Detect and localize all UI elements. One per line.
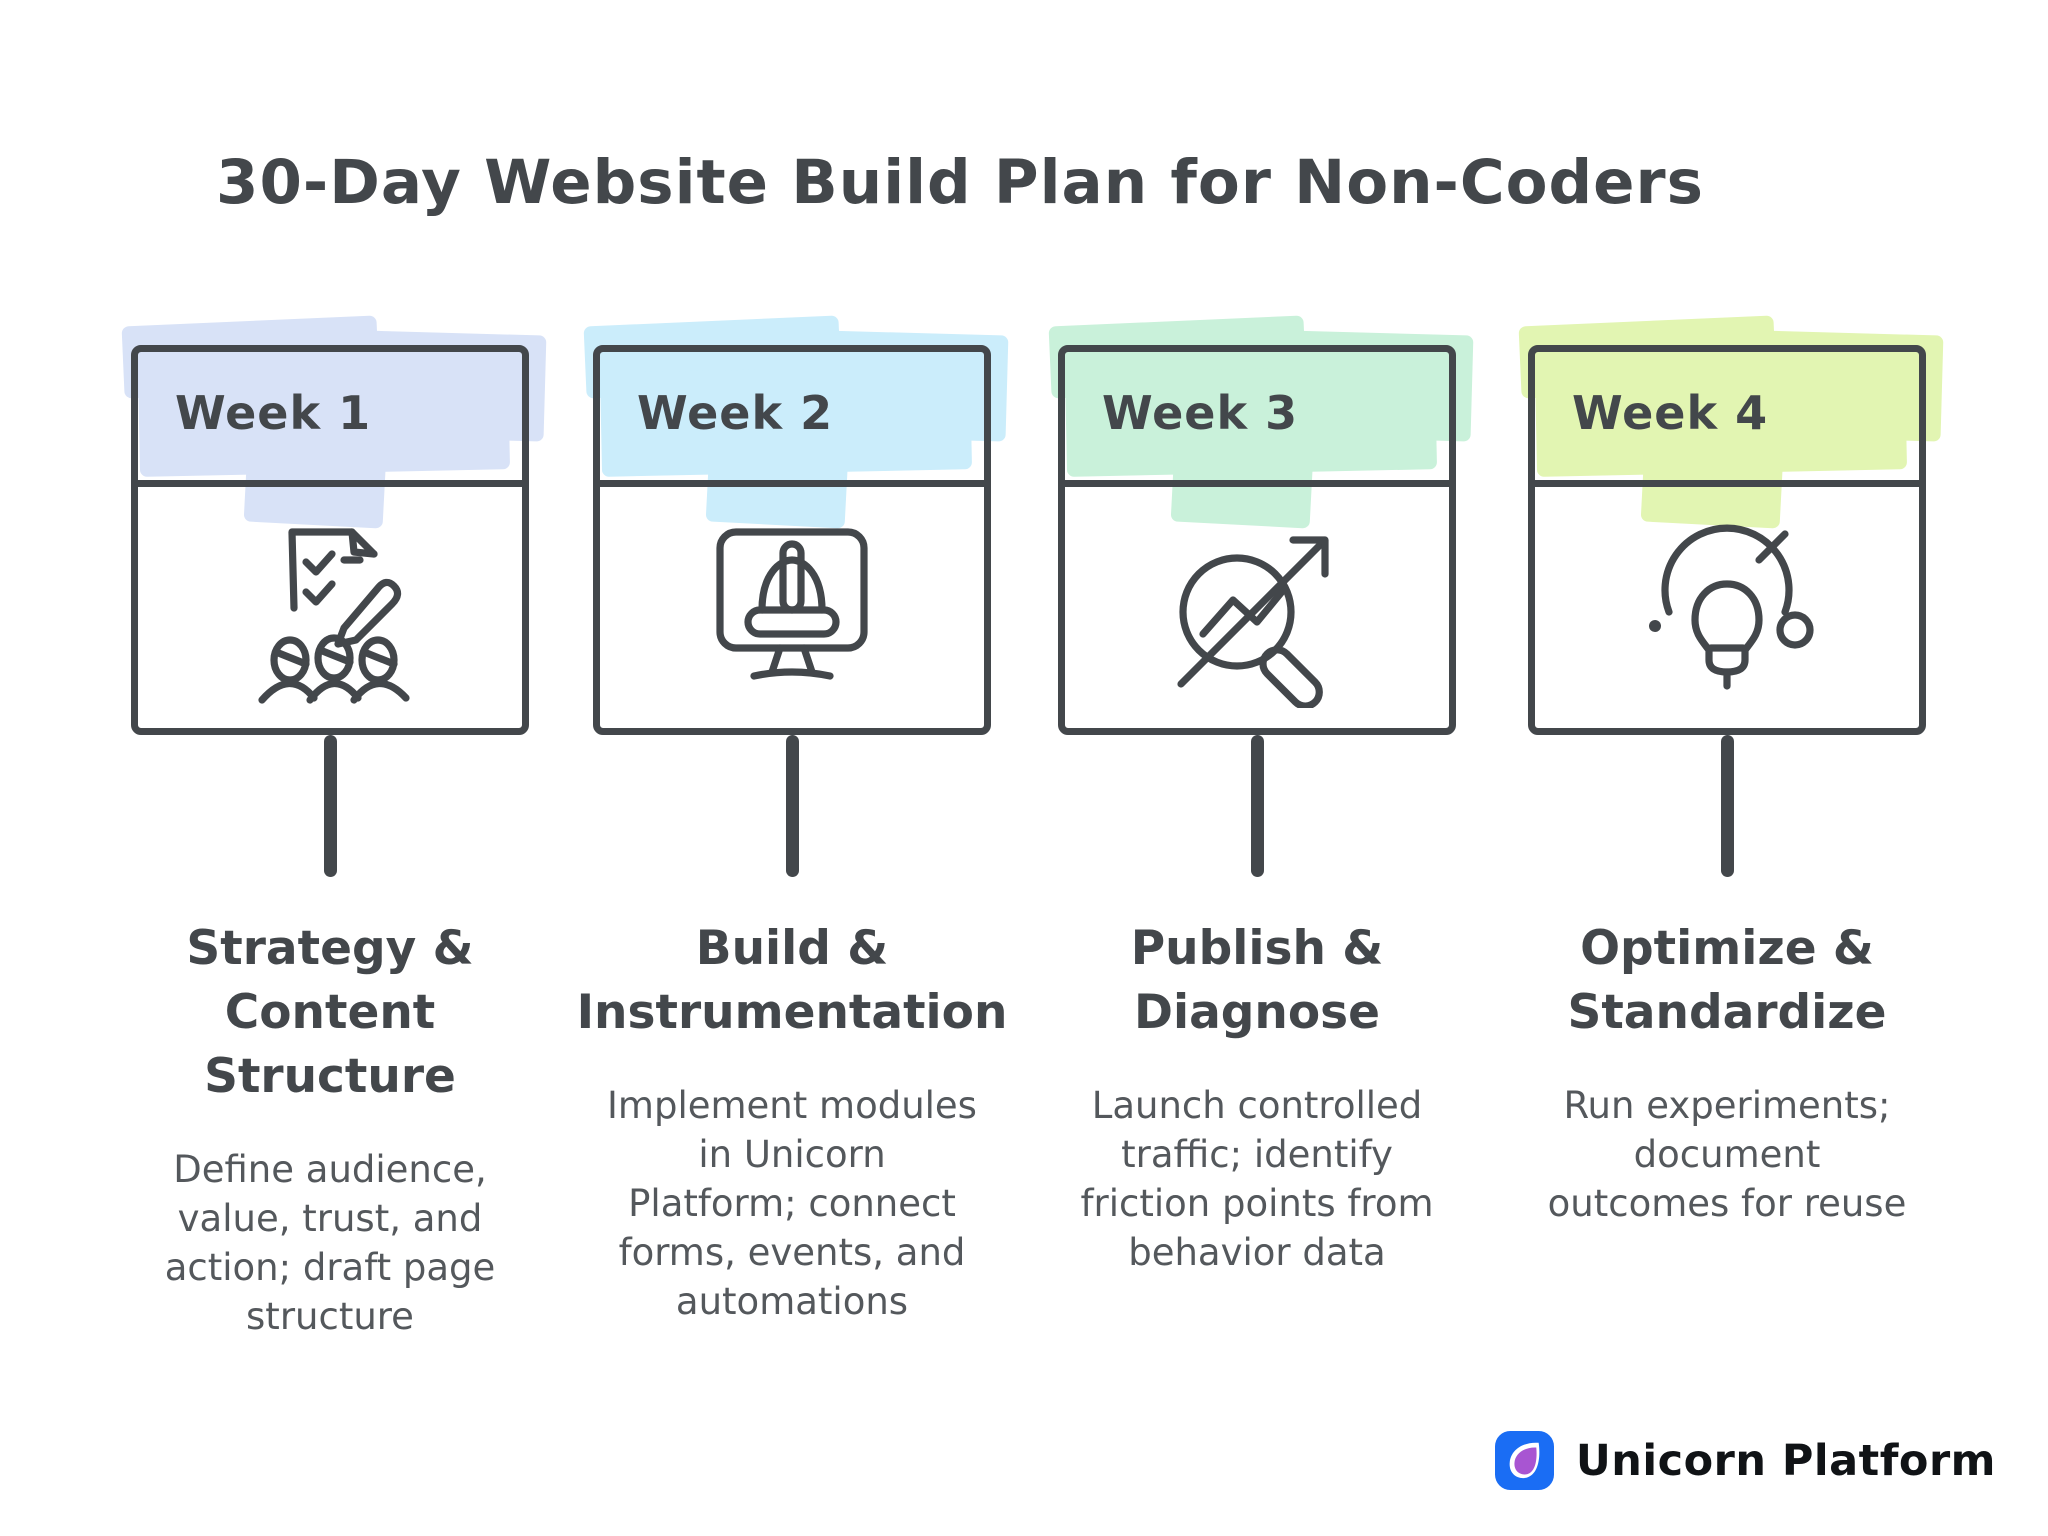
logo-petal xyxy=(1514,1447,1537,1475)
week-4-label: Week 4 xyxy=(1572,385,1769,440)
week-1-column: Week 1 xyxy=(90,315,570,1341)
phase-4-description: Run experiments; document outcomes for r… xyxy=(1547,1084,1907,1225)
optimize-lightbulb-icon xyxy=(1649,524,1814,690)
brand-logo[interactable]: Unicorn Platform xyxy=(1494,1431,1996,1490)
connector-stem xyxy=(1250,735,1264,877)
diagram-title: 30-Day Website Build Plan for Non-Coders xyxy=(216,146,1704,218)
week-3-icon-zone xyxy=(1065,487,1449,728)
week-3-label: Week 3 xyxy=(1102,385,1299,440)
week-1-icon-zone xyxy=(138,487,522,728)
card-divider xyxy=(1531,480,1923,487)
brand-name: Unicorn Platform xyxy=(1575,1435,1996,1486)
phase-1-title: Strategy & Content Structure xyxy=(186,921,474,1104)
unicorn-platform-icon xyxy=(1494,1431,1554,1490)
card-divider xyxy=(1061,480,1453,487)
card-divider xyxy=(596,480,988,487)
week-3-card: Week 3 xyxy=(1048,315,1474,735)
week-1-card: Week 1 xyxy=(121,315,547,735)
week-2-label: Week 2 xyxy=(637,385,834,440)
week-2-column: Week 2 Build & Instrumentation Implement… xyxy=(552,315,1032,1326)
week-4-icon-zone xyxy=(1535,487,1919,728)
phase-1-description: Define audience, value, trust, and actio… xyxy=(164,1148,496,1338)
week-2-icon-zone xyxy=(600,487,984,728)
build-monitor-icon xyxy=(716,527,868,680)
phase-3-title: Publish & Diagnose xyxy=(1130,921,1384,1040)
phase-3-description: Launch controlled traffic; identify fric… xyxy=(1080,1084,1434,1274)
connector-stem xyxy=(785,735,799,877)
week-2-card: Week 2 xyxy=(583,315,1009,735)
week-4-column: Week 4 Optimize & Standardize Run experi… xyxy=(1487,315,1967,1228)
connector-stem xyxy=(323,735,337,877)
connector-stem xyxy=(1720,735,1734,877)
phase-2-title: Build & Instrumentation xyxy=(576,921,1008,1040)
week-1-label: Week 1 xyxy=(175,385,372,440)
phase-2-description: Implement modules in Unicorn Platform; c… xyxy=(607,1084,977,1323)
strategy-checklist-icon xyxy=(258,527,410,704)
phase-4-title: Optimize & Standardize xyxy=(1567,921,1887,1040)
publish-magnifier-icon xyxy=(1177,535,1329,708)
card-divider xyxy=(134,480,526,487)
week-4-card: Week 4 xyxy=(1518,315,1944,735)
week-3-column: Week 3 Publish & Diagnose Launch control… xyxy=(1017,315,1497,1277)
